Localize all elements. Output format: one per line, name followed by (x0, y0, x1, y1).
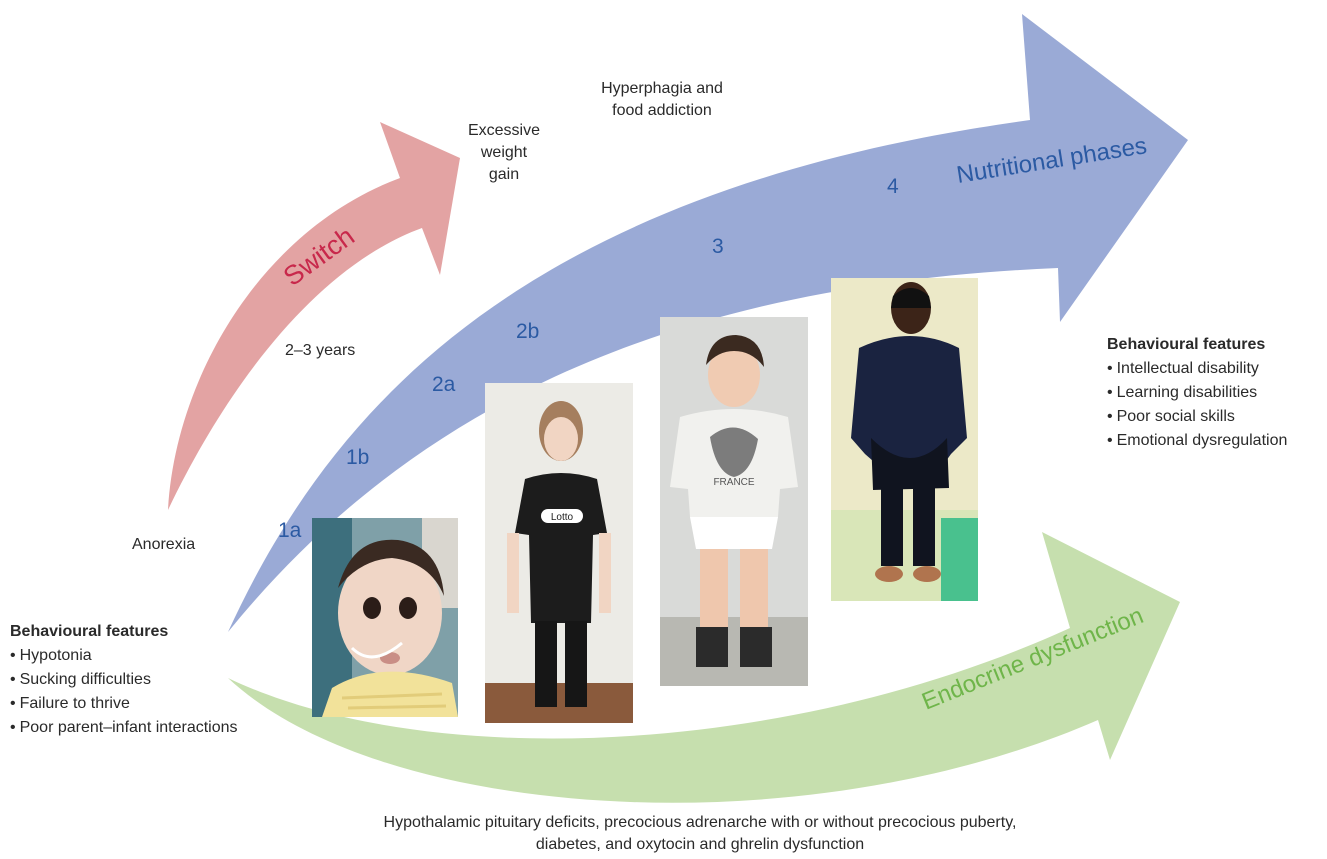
right-features: Behavioural features Intellectual disabi… (1107, 333, 1322, 453)
infant-photo (312, 518, 458, 717)
left-features: Behavioural features Hypotonia Sucking d… (10, 620, 280, 740)
hyperphagia-label: Hyperphagia and food addiction (582, 78, 742, 122)
phase-2b: 2b (516, 320, 540, 343)
nutritional-arrow (228, 14, 1188, 632)
list-item: Poor social skills (1107, 405, 1322, 429)
list-item: Intellectual disability (1107, 357, 1322, 381)
anorexia-label: Anorexia (132, 536, 196, 553)
girl-photo: Lotto (485, 383, 633, 723)
boy-photo: FRANCE (660, 317, 808, 686)
boy-shirt-text: FRANCE (713, 477, 754, 488)
list-item: Poor parent–infant interactions (10, 716, 280, 740)
footer-line-2: diabetes, and oxytocin and ghrelin dysfu… (535, 836, 865, 853)
hyperphagia-line-2: food addiction (612, 102, 712, 119)
list-item: Learning disabilities (1107, 381, 1322, 405)
footer-caption: Hypothalamic pituitary deficits, precoci… (290, 812, 1110, 856)
list-item: Sucking difficulties (10, 668, 280, 692)
switch-arrow (168, 122, 460, 510)
left-features-list: Hypotonia Sucking difficulties Failure t… (10, 644, 280, 740)
list-item: Failure to thrive (10, 692, 280, 716)
endocrine-arrow (228, 532, 1180, 803)
adult-photo (831, 278, 978, 601)
phase-4: 4 (887, 175, 899, 198)
excessive-line-3: gain (488, 166, 520, 183)
footer-line-1: Hypothalamic pituitary deficits, precoci… (383, 814, 1017, 831)
excessive-weight-gain-label: Excessive weight gain (452, 120, 556, 186)
girl-shirt-text: Lotto (551, 512, 574, 523)
phase-1a: 1a (278, 519, 302, 542)
hyperphagia-line-1: Hyperphagia and (601, 80, 723, 97)
right-features-heading: Behavioural features (1107, 336, 1266, 353)
right-features-list: Intellectual disability Learning disabil… (1107, 357, 1322, 453)
excessive-line-2: weight (480, 144, 528, 161)
list-item: Hypotonia (10, 644, 280, 668)
two-three-years-label: 2–3 years (285, 342, 356, 359)
phase-2a: 2a (432, 373, 456, 396)
left-features-heading: Behavioural features (10, 623, 169, 640)
excessive-line-1: Excessive (467, 122, 541, 139)
list-item: Emotional dysregulation (1107, 429, 1322, 453)
phase-1b: 1b (346, 446, 370, 469)
phase-3: 3 (712, 235, 724, 258)
